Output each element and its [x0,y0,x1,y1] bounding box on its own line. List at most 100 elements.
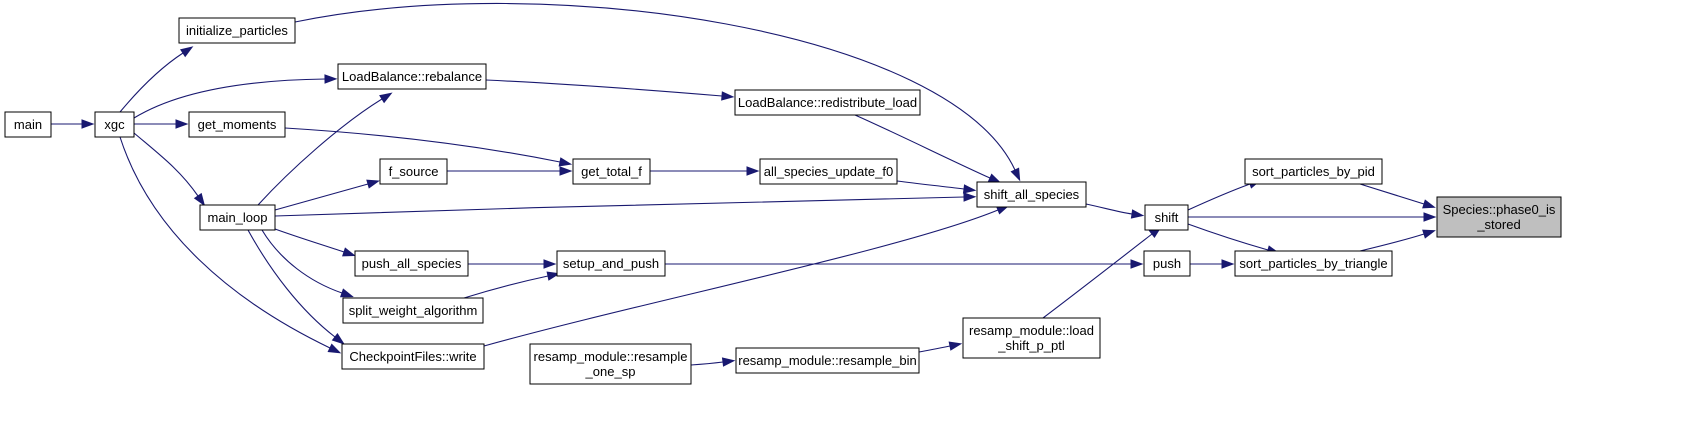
edge-line [133,78,326,119]
edge-shift-to-sort_triangle [1187,223,1280,255]
node-label: get_moments [198,117,277,132]
edge-line [690,361,724,366]
node-box [734,89,921,116]
node-redistribute_load[interactable]: LoadBalance::redistribute_load [734,89,921,116]
node-phase0[interactable]: Species::phase0_is_stored [1436,196,1562,238]
node-box [354,250,469,277]
edge-line [918,345,951,353]
arrowhead-icon [175,119,189,129]
arrowhead-icon [180,46,194,58]
arrowhead-icon [962,184,977,194]
arrowhead-icon [366,179,380,189]
node-label: _stored [1476,217,1520,232]
node-update_f0[interactable]: all_species_update_f0 [759,158,898,185]
edge-line [119,52,184,113]
arrowhead-icon [1010,167,1021,182]
node-push[interactable]: push [1143,250,1191,277]
arrowhead-icon [1422,199,1436,209]
node-box [342,297,484,324]
node-label: sort_particles_by_triangle [1239,256,1387,271]
node-box [759,158,898,185]
edge-line [257,98,383,206]
node-shift_all_species[interactable]: shift_all_species [976,181,1087,208]
edge-line [1187,223,1269,251]
node-label: _one_sp [585,364,636,379]
node-sort_pid[interactable]: sort_particles_by_pid [1244,158,1383,185]
edge-line [274,183,369,211]
node-box [556,250,666,277]
arrowhead-icon [963,192,977,202]
node-shift[interactable]: shift [1144,204,1189,231]
edge-line [133,132,199,197]
node-label: push [1153,256,1181,271]
arrowhead-icon [1423,212,1437,222]
node-label: shift [1155,210,1179,225]
node-load_shift[interactable]: resamp_module::load_shift_p_ptl [962,317,1101,359]
node-get_moments[interactable]: get_moments [188,111,286,138]
node-resample_bin[interactable]: resamp_module::resample_bin [735,347,920,374]
edge-get_moments-to-get_total_f [284,127,573,167]
edge-line [274,228,345,253]
node-resample_one_sp[interactable]: resamp_module::resample_one_sp [529,343,692,385]
edge-xgc-to-rebalance [133,74,338,119]
node-label: resamp_module::load [969,323,1094,338]
arrowhead-icon [721,91,735,101]
edge-push_all_species-to-setup_and_push [468,259,557,269]
edge-xgc-to-initialize_particles [119,46,194,113]
edge-line [483,209,999,347]
node-push_all_species[interactable]: push_all_species [354,250,469,277]
node-label: resamp_module::resample [534,349,688,364]
node-f_source[interactable]: f_source [379,158,448,185]
edge-line [463,275,549,299]
node-main_loop[interactable]: main_loop [199,204,276,231]
arrowhead-icon [342,247,356,257]
node-box [735,347,920,374]
node-box [341,343,485,370]
node-initialize_particles[interactable]: initialize_particles [178,17,296,44]
edge-shift-to-sort_pid [1187,179,1262,211]
edge-setup_and_push-to-push [665,259,1144,269]
node-label: Species::phase0_is [1443,202,1556,217]
node-rebalance[interactable]: LoadBalance::rebalance [337,63,487,90]
node-split_weight_algorithm[interactable]: split_weight_algorithm [342,297,484,324]
node-label: shift_all_species [984,187,1080,202]
edge-get_total_f-to-update_f0 [650,166,760,176]
node-cp_write[interactable]: CheckpointFiles::write [341,343,485,370]
node-setup_and_push[interactable]: setup_and_push [556,250,666,277]
edge-shift-to-phase0 [1188,212,1437,222]
edge-line [261,229,343,294]
edge-sort_triangle-to-phase0 [1359,229,1436,252]
edge-line [294,2,1016,171]
edge-main_loop-to-push_all_species [274,228,356,257]
node-box [976,181,1087,208]
node-label: main [14,117,42,132]
edge-initialize_particles-to-shift_all_species [294,2,1021,182]
edge-load_shift-to-shift [1042,226,1162,319]
node-box [4,111,52,138]
arrowhead-icon [379,92,393,104]
node-box [572,158,651,185]
edge-line [1359,233,1425,252]
node-get_total_f[interactable]: get_total_f [572,158,651,185]
edge-shift_all_species-to-shift [1085,203,1145,219]
node-label: xgc [104,117,125,132]
arrowhead-icon [331,332,345,345]
node-main[interactable]: main [4,111,52,138]
node-box [178,17,296,44]
edge-line [247,229,336,338]
node-box [1144,204,1189,231]
node-xgc[interactable]: xgc [94,111,135,138]
node-sort_triangle[interactable]: sort_particles_by_triangle [1234,250,1393,277]
edge-line [274,196,965,217]
arrowhead-icon [543,259,557,269]
arrowhead-icon [558,157,573,167]
edge-line [1187,183,1251,211]
arrowhead-icon [948,341,963,351]
arrowhead-icon [1422,229,1436,239]
edge-resample_bin-to-load_shift [918,341,963,353]
node-label: resamp_module::resample_bin [738,353,916,368]
arrowhead-icon [721,357,736,367]
node-box [337,63,487,90]
edge-rebalance-to-redistribute_load [485,79,735,101]
